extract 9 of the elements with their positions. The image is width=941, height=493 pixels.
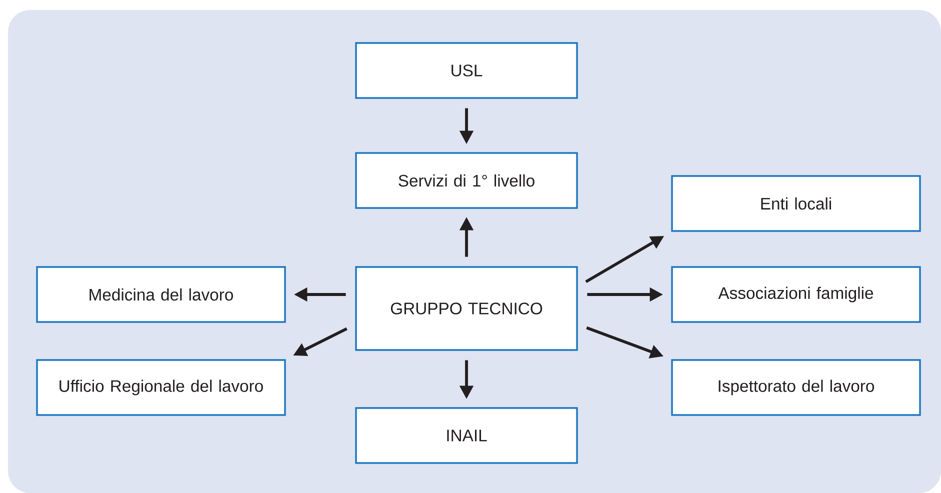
org-box: Enti locali [671,175,921,232]
org-box: GRUPPO TECNICO [355,266,578,351]
org-box: Associazioni famiglie [671,266,921,323]
org-box: Medicina del lavoro [36,266,286,323]
org-box: USL [355,42,578,99]
org-box: Servizi di 1° livello [355,152,578,209]
org-box: Ufficio Regionale del lavoro [36,359,286,416]
org-box: Ispettorato del lavoro [671,359,921,416]
org-box: INAIL [355,407,578,464]
